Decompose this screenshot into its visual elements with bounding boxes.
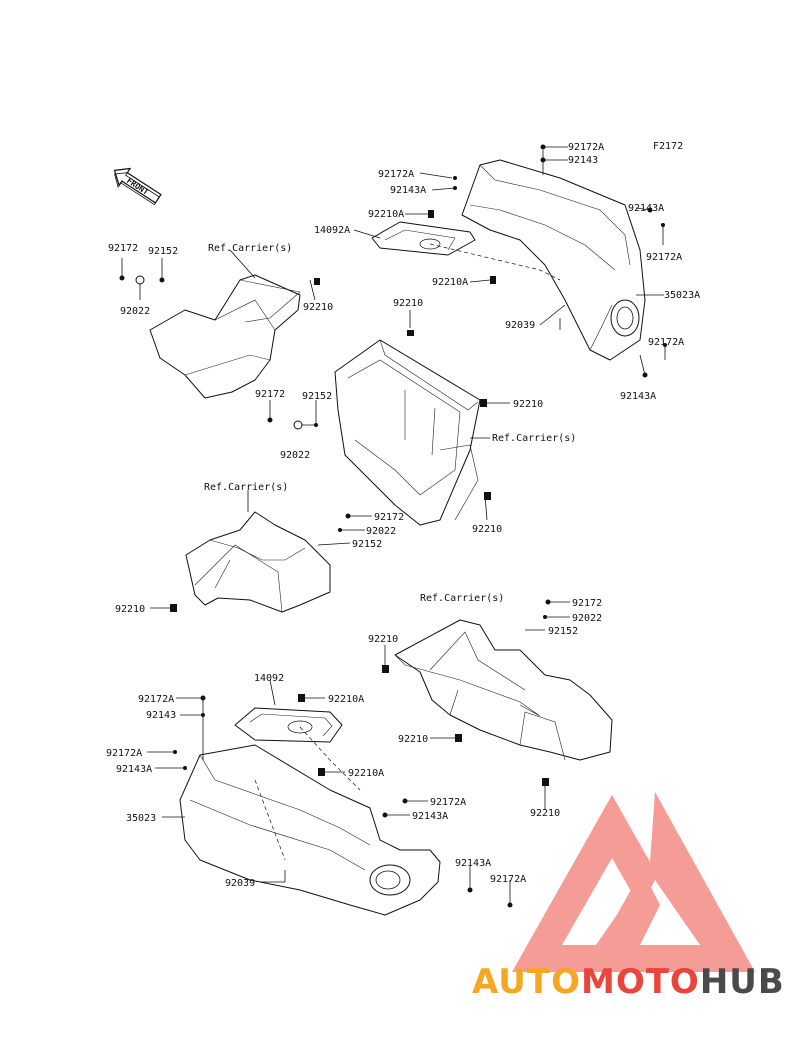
label-92172: 92172 bbox=[374, 512, 404, 523]
label-92172A: 92172A bbox=[648, 337, 684, 348]
cover-14092A bbox=[371, 221, 476, 256]
label-92143A: 92143A bbox=[412, 811, 448, 822]
label-14092A: 14092A bbox=[314, 225, 350, 236]
label-92143A: 92143A bbox=[620, 391, 656, 402]
label-92039: 92039 bbox=[505, 320, 535, 331]
rear-fender-right bbox=[461, 159, 646, 361]
label-92210: 92210 bbox=[513, 399, 543, 410]
label-ref-carrier: Ref.Carrier(s) bbox=[492, 433, 576, 444]
label-92022: 92022 bbox=[572, 613, 602, 624]
watermark-logo-graphic bbox=[512, 792, 755, 972]
label-14092: 14092 bbox=[254, 673, 284, 684]
label-92143A: 92143A bbox=[116, 764, 152, 775]
label-92022: 92022 bbox=[120, 306, 150, 317]
fastener-markers bbox=[119, 144, 667, 908]
label-92210: 92210 bbox=[393, 298, 423, 309]
label-92210: 92210 bbox=[530, 808, 560, 819]
logo-moto: MOTO bbox=[580, 962, 700, 1002]
label-92172A: 92172A bbox=[378, 169, 414, 180]
watermark-logo-text: AUTOMOTOHUB bbox=[472, 962, 785, 1002]
label-ref-carrier: Ref.Carrier(s) bbox=[208, 243, 292, 254]
front-arrow-icon: FRONT bbox=[113, 167, 162, 206]
figure-code: F2172 bbox=[653, 141, 683, 152]
label-92210A: 92210A bbox=[328, 694, 364, 705]
label-92210: 92210 bbox=[368, 634, 398, 645]
label-92210A: 92210A bbox=[432, 277, 468, 288]
reference-dash-lines bbox=[254, 243, 561, 861]
label-ref-carrier: Ref.Carrier(s) bbox=[420, 593, 504, 604]
label-92172A: 92172A bbox=[430, 797, 466, 808]
label-92152: 92152 bbox=[148, 246, 178, 257]
label-92152: 92152 bbox=[548, 626, 578, 637]
cover-14092 bbox=[234, 707, 343, 743]
label-92143: 92143 bbox=[568, 155, 598, 166]
label-92210: 92210 bbox=[472, 524, 502, 535]
leader-lines bbox=[121, 146, 666, 905]
label-92172A: 92172A bbox=[138, 694, 174, 705]
carrier-tray-right-middle bbox=[394, 619, 613, 761]
label-92152: 92152 bbox=[352, 539, 382, 550]
label-92172A: 92172A bbox=[490, 874, 526, 885]
label-35023: 35023 bbox=[126, 813, 156, 824]
label-92210: 92210 bbox=[303, 302, 333, 313]
label-92210: 92210 bbox=[398, 734, 428, 745]
label-92172: 92172 bbox=[255, 389, 285, 400]
carrier-bracket-top-left bbox=[149, 274, 301, 399]
logo-auto: AUTO bbox=[472, 962, 581, 1002]
logo-hub: HUB bbox=[699, 962, 785, 1002]
label-92172A: 92172A bbox=[646, 252, 682, 263]
rear-storage-box bbox=[334, 339, 481, 526]
label-92143: 92143 bbox=[146, 710, 176, 721]
label-92210A: 92210A bbox=[348, 768, 384, 779]
label-ref-carrier: Ref.Carrier(s) bbox=[204, 482, 288, 493]
label-92143A: 92143A bbox=[628, 203, 664, 214]
label-92172: 92172 bbox=[572, 598, 602, 609]
label-92143A: 92143A bbox=[455, 858, 491, 869]
rear-fender-left bbox=[179, 744, 441, 916]
label-92022: 92022 bbox=[280, 450, 310, 461]
label-92039: 92039 bbox=[225, 878, 255, 889]
label-92172A: 92172A bbox=[106, 748, 142, 759]
label-92172: 92172 bbox=[108, 243, 138, 254]
part-labels: F2172 92172A 92143 92172A 92143A 92210A … bbox=[106, 141, 700, 889]
label-92210A: 92210A bbox=[368, 209, 404, 220]
label-92152: 92152 bbox=[302, 391, 332, 402]
label-92022: 92022 bbox=[366, 526, 396, 537]
label-92210: 92210 bbox=[115, 604, 145, 615]
carrier-bracket-middle-left bbox=[185, 511, 331, 613]
label-92172A: 92172A bbox=[568, 142, 604, 153]
label-35023A: 35023A bbox=[664, 290, 700, 301]
label-92143A: 92143A bbox=[390, 185, 426, 196]
